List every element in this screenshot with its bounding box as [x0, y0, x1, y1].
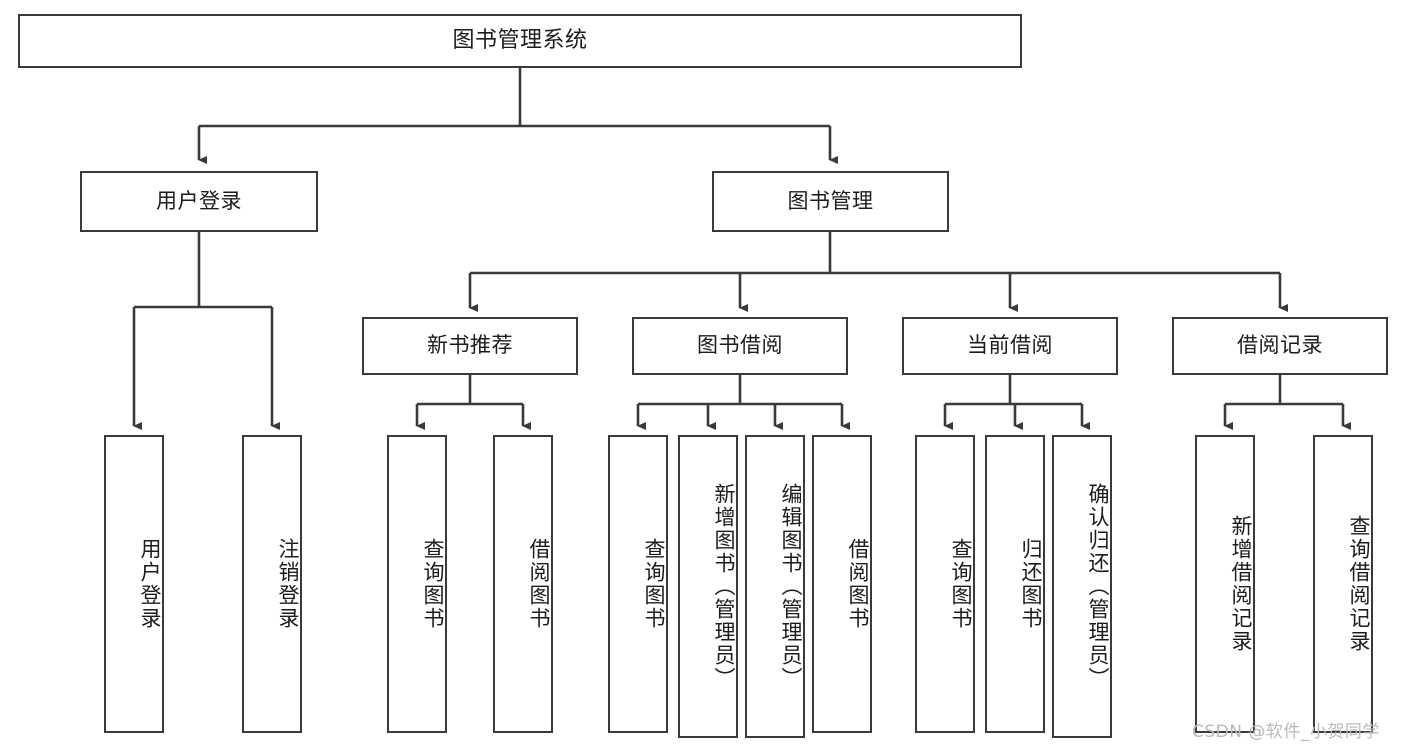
watermark-text: CSDN @软件_小贺同学 [1192, 722, 1380, 742]
node-label: 查询图书 [421, 538, 445, 630]
node-label: 查询借阅记录 [1347, 515, 1371, 653]
leaf-return-book[interactable]: 归还图书 [985, 435, 1045, 733]
leaf-logout[interactable]: 注销登录 [242, 435, 302, 733]
leaf-query-book-borrow[interactable]: 查询图书 [608, 435, 668, 733]
node-label: 借阅记录 [1237, 333, 1323, 358]
node-borrow-record[interactable]: 借阅记录 [1172, 317, 1388, 375]
node-label: 用户登录 [138, 538, 162, 630]
node-label: 新增图书（管理员） [712, 483, 736, 690]
node-label: 图书借阅 [697, 333, 783, 358]
node-label: 新书推荐 [427, 333, 513, 358]
node-label: 查询图书 [642, 538, 666, 630]
node-label: 用户登录 [156, 188, 242, 213]
node-label: 新增借阅记录 [1229, 515, 1253, 653]
leaf-query-book-current[interactable]: 查询图书 [915, 435, 975, 733]
leaf-user-login[interactable]: 用户登录 [104, 435, 164, 733]
node-book-management[interactable]: 图书管理 [712, 171, 949, 232]
node-book-borrow[interactable]: 图书借阅 [632, 317, 848, 375]
leaf-add-borrow-record[interactable]: 新增借阅记录 [1195, 435, 1255, 733]
node-current-borrow[interactable]: 当前借阅 [902, 317, 1118, 375]
node-label: 归还图书 [1019, 538, 1043, 630]
node-label: 查询图书 [949, 538, 973, 630]
node-label: 确认归还（管理员） [1086, 483, 1110, 690]
leaf-confirm-return-admin[interactable]: 确认归还（管理员） [1052, 435, 1112, 738]
node-label: 图书管理 [787, 188, 874, 213]
node-label: 当前借阅 [967, 333, 1053, 358]
csdn-watermark: CSDN @软件_小贺同学 [1192, 717, 1380, 742]
leaf-query-book-recommend[interactable]: 查询图书 [387, 435, 447, 733]
leaf-borrow-book[interactable]: 借阅图书 [812, 435, 872, 733]
node-user-login[interactable]: 用户登录 [80, 171, 318, 232]
node-label: 编辑图书（管理员） [779, 483, 803, 690]
node-new-book-recommend[interactable]: 新书推荐 [362, 317, 578, 375]
node-label: 图书管理系统 [452, 27, 588, 53]
leaf-add-book-admin[interactable]: 新增图书（管理员） [678, 435, 738, 738]
node-root[interactable]: 图书管理系统 [18, 14, 1022, 68]
leaf-query-borrow-record[interactable]: 查询借阅记录 [1313, 435, 1373, 733]
node-label: 借阅图书 [846, 538, 870, 630]
leaf-borrow-book-recommend[interactable]: 借阅图书 [493, 435, 553, 733]
node-label: 注销登录 [276, 538, 300, 630]
leaf-edit-book-admin[interactable]: 编辑图书（管理员） [745, 435, 805, 738]
node-label: 借阅图书 [527, 538, 551, 630]
